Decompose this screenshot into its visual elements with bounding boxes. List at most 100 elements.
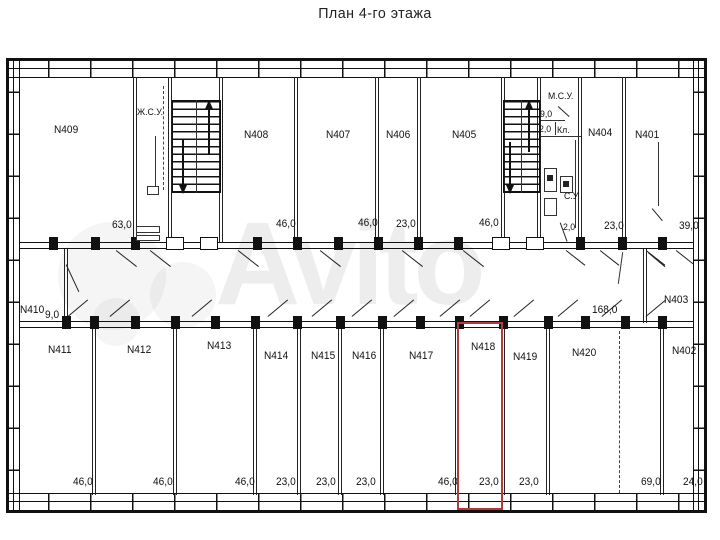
page-title: План 4-го этажа: [318, 5, 432, 22]
outer-wall-top: [6, 58, 707, 78]
corridor-wall-top: [20, 242, 693, 249]
stair-divider: [521, 100, 523, 193]
column: [416, 316, 425, 329]
area-msu-1: 9,0: [540, 109, 553, 120]
wall: [417, 77, 421, 243]
column: [334, 237, 343, 250]
column: [171, 316, 180, 329]
watermark-logo-circle: [150, 262, 216, 328]
outer-wall-left: [6, 58, 20, 513]
door-swing: [557, 106, 570, 118]
label-su: С.У: [564, 191, 579, 202]
highlight-box-n418: [457, 322, 503, 510]
stair-down-arrow-icon: [178, 140, 187, 194]
column: [293, 237, 302, 250]
room-label-n418: N418: [471, 341, 496, 353]
wall-pier: [526, 237, 544, 250]
wall: [92, 329, 96, 495]
stair-divider: [196, 100, 198, 193]
wall: [643, 249, 647, 323]
wall: [294, 77, 298, 243]
area-su: 2,0: [563, 222, 576, 233]
fixture: [155, 136, 157, 188]
room-area-n404: 23,0: [604, 220, 624, 232]
column: [251, 316, 260, 329]
column: [131, 316, 140, 329]
column: [49, 237, 58, 250]
column: [91, 237, 100, 250]
wall: [133, 77, 137, 243]
room-area-n417: 46,0: [438, 476, 458, 488]
wall: [338, 329, 342, 495]
column: [253, 237, 262, 250]
column: [618, 237, 627, 250]
wall: [578, 77, 582, 243]
fixture: [541, 136, 581, 138]
door-swing: [651, 208, 663, 222]
door-swing: [599, 250, 620, 267]
fixture: [555, 122, 557, 135]
room-area-n407: 46,0: [358, 217, 378, 229]
room-area-n410: 9,0: [45, 309, 60, 321]
room-area-n408: 46,0: [276, 218, 296, 230]
room-area-n416: 23,0: [356, 476, 376, 488]
fixture: [147, 186, 159, 195]
door-swing: [565, 250, 586, 267]
wall-pier: [200, 237, 218, 250]
wall: [297, 329, 301, 495]
wall: [64, 249, 68, 323]
fixture: [575, 140, 577, 228]
room-label-n404: N404: [588, 127, 613, 139]
room-label-n411: N411: [48, 344, 72, 356]
room-label-n416: N416: [352, 350, 377, 362]
column: [374, 237, 383, 250]
column: [211, 316, 220, 329]
room-label-n417: N417: [409, 350, 434, 362]
column: [293, 316, 302, 329]
room-area-n419: 23,0: [519, 476, 539, 488]
room-area-n420: 69,0: [641, 476, 661, 488]
outer-wall-bottom: [6, 493, 707, 513]
room-label-n419: N419: [513, 351, 538, 363]
column: [336, 316, 345, 329]
fixture: [163, 86, 164, 190]
room-label-n403: N403: [664, 294, 689, 306]
room-area-n413: 46,0: [235, 476, 255, 488]
room-area-n412: 46,0: [153, 476, 173, 488]
room-area-n418: 23,0: [479, 476, 499, 488]
watermark-text: Avito: [215, 198, 486, 330]
stair-up-arrow-icon: [204, 100, 213, 154]
fixture: [136, 235, 160, 241]
door-swing: [513, 299, 535, 318]
column: [581, 316, 590, 329]
room-area-n406: 23,0: [396, 218, 416, 230]
column: [454, 237, 463, 250]
room-label-n406: N406: [386, 129, 411, 141]
room-area-n414: 23,0: [276, 476, 296, 488]
wall: [253, 329, 257, 495]
room-area-n409: 63,0: [112, 219, 132, 231]
column: [658, 237, 667, 250]
column: [62, 316, 71, 329]
door-swing: [557, 299, 579, 318]
wall-pier: [492, 237, 510, 250]
label-kl: Кл.: [557, 125, 570, 136]
column: [414, 237, 423, 250]
room-area-n415: 23,0: [316, 476, 336, 488]
fixture: [136, 226, 160, 233]
stair-down-arrow-icon: [505, 142, 514, 194]
room-label-n414: N414: [264, 350, 289, 362]
room-label-n405: N405: [452, 129, 477, 141]
room-label-n410: N410: [20, 304, 45, 316]
fixture: [541, 120, 565, 122]
wall: [660, 329, 664, 495]
area-msu-2: 2,0: [539, 124, 552, 135]
outer-wall-right: [693, 58, 707, 513]
wall: [546, 329, 550, 495]
wall: [380, 329, 384, 495]
wall: [168, 77, 172, 243]
room-label-n408: N408: [244, 129, 269, 141]
column: [378, 316, 387, 329]
door-swing: [647, 252, 666, 268]
